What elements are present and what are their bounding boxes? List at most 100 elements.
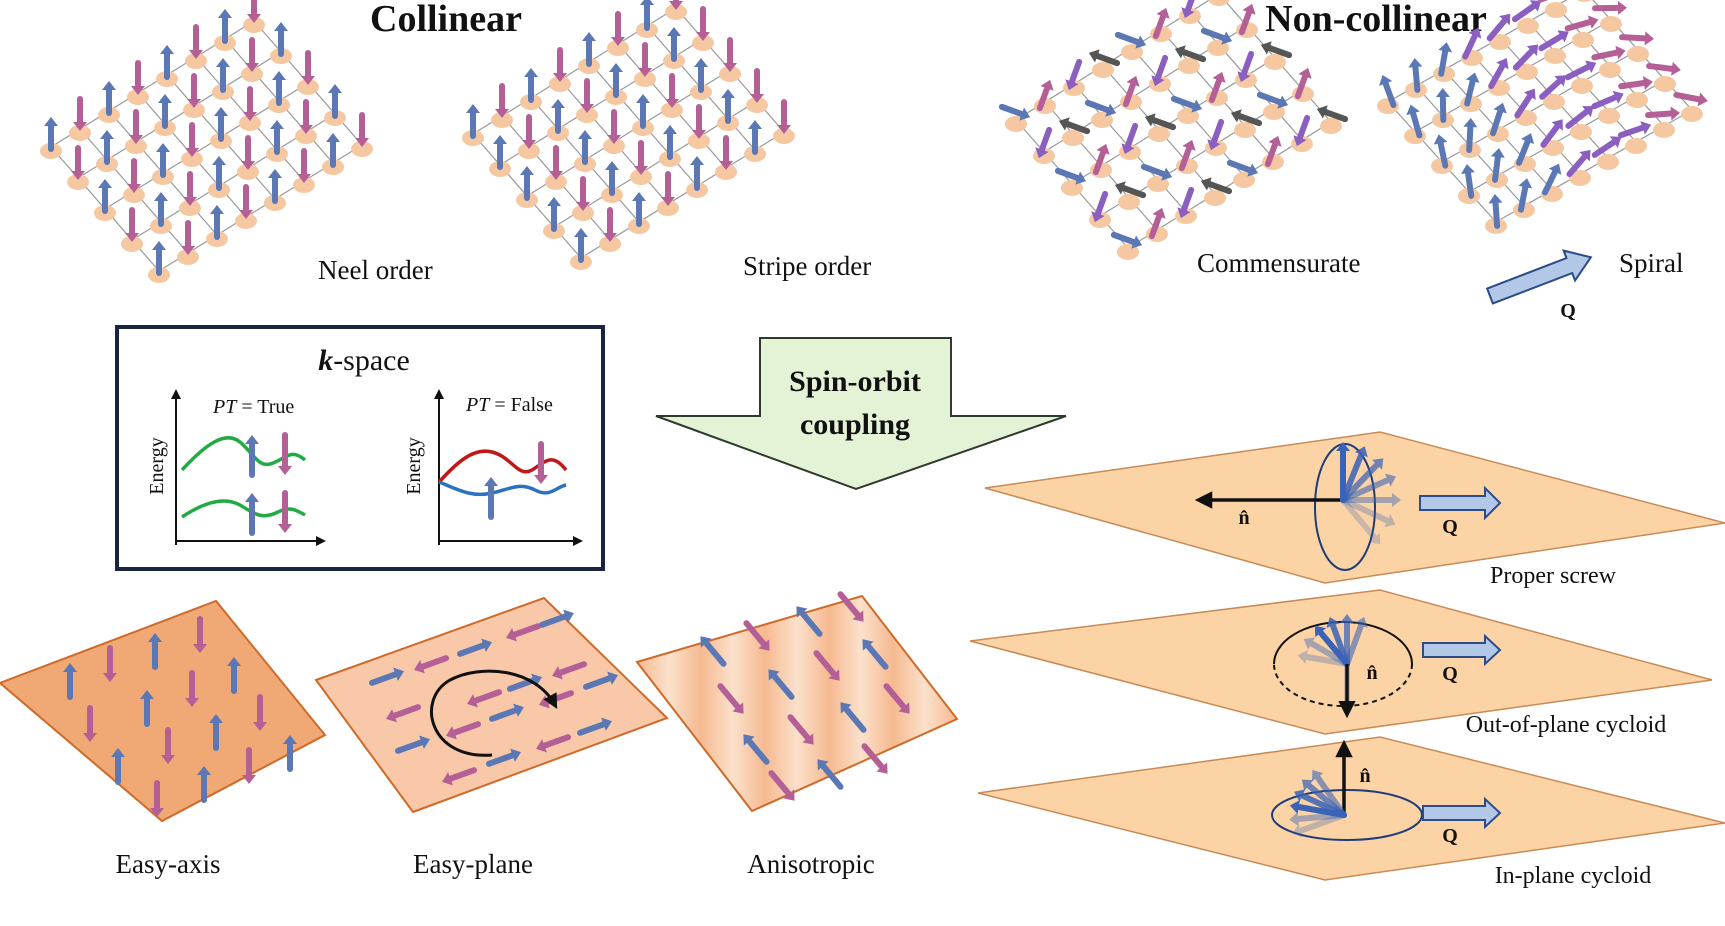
lattice-site <box>1204 190 1226 206</box>
spin-arrow <box>1539 75 1566 100</box>
spin-arrow <box>1463 118 1478 153</box>
spin-arrow <box>301 50 315 85</box>
spin-arrow <box>611 11 625 46</box>
lattice-site <box>123 187 145 203</box>
easy-axis-spin <box>111 748 125 785</box>
lattice-site <box>181 151 203 167</box>
lattice-site <box>773 128 795 144</box>
kspace-left-panel: Energy PT = True <box>146 389 326 546</box>
anisotropic-spin <box>743 620 770 651</box>
spin-arrow <box>1144 113 1177 131</box>
easy-plane-spin <box>457 638 492 657</box>
spin-arrow <box>636 94 650 129</box>
anisotropic-spin <box>837 591 864 622</box>
spin-arrow <box>748 120 762 155</box>
kspace-right-panel: Energy PT = False <box>403 389 583 546</box>
oop-nhat: n̂ <box>1366 662 1377 684</box>
spiral-q-arrow <box>1485 249 1593 305</box>
anisotropic-spin <box>817 759 844 790</box>
lattice-site <box>1571 78 1593 94</box>
spin-arrow <box>495 83 509 118</box>
lattice-site <box>1516 64 1538 80</box>
easy-axis-spin <box>185 670 199 707</box>
lattice-site <box>1177 108 1199 124</box>
band-red <box>437 449 568 484</box>
spin-arrow <box>125 207 139 242</box>
rotation-arrow <box>430 669 558 757</box>
lattice-site <box>1625 138 1647 154</box>
spin-arrow <box>328 84 342 119</box>
lattice-site <box>1543 94 1565 110</box>
anisotropic-spin <box>813 650 840 681</box>
lattice-site <box>1513 202 1535 218</box>
spin-arrow <box>297 148 311 183</box>
spin-arrow <box>71 145 85 180</box>
commensurate-label: Commensurate <box>1197 248 1360 278</box>
lattice-site <box>665 4 687 20</box>
spin-arrow <box>1237 50 1255 83</box>
spin-arrow <box>1092 143 1110 176</box>
anisotropic-spin <box>768 669 795 700</box>
lattice-site <box>351 141 373 157</box>
spin-arrow <box>638 42 652 77</box>
spin-arrow <box>998 103 1031 121</box>
lattice-site <box>1576 0 1592 2</box>
easy-axis-spin <box>283 735 297 772</box>
anisotropic-spin <box>861 743 888 774</box>
soc-line2: coupling <box>800 408 910 441</box>
lattice-site <box>630 169 652 185</box>
spin-arrow <box>721 89 735 124</box>
lattice-site <box>177 249 199 265</box>
easy-axis-spin <box>150 780 164 817</box>
lattice-site <box>241 66 263 82</box>
spin-arrow <box>466 104 480 139</box>
spin-arrow <box>694 58 708 93</box>
noncollinear-header: Non-collinear <box>1265 0 1487 40</box>
spin-arrow <box>247 0 261 23</box>
spin-arrow <box>632 192 646 227</box>
spin-arrow <box>1618 76 1653 90</box>
spin-arrow <box>355 112 369 147</box>
lattice-site <box>1600 16 1622 32</box>
spiral-spin <box>1340 497 1396 528</box>
spin-arrow <box>1645 106 1680 121</box>
spin-arrow <box>1065 58 1083 91</box>
spin-arrow <box>1207 118 1225 151</box>
easy-axis-spin <box>140 690 154 727</box>
easy-plane-label: Easy-plane <box>413 849 533 879</box>
spin-arrow <box>73 96 87 131</box>
easy-plane-plane <box>314 596 669 814</box>
spin-arrow <box>1438 42 1453 77</box>
spin-arrow <box>98 179 112 214</box>
spin-arrow <box>1591 136 1622 158</box>
spin-arrow <box>1646 61 1681 76</box>
spin-arrow <box>1488 58 1509 89</box>
lattice-site <box>1233 172 1255 188</box>
easy-axis-spin <box>209 714 223 751</box>
spin-arrow <box>131 60 145 95</box>
spin-arrow <box>1538 30 1569 52</box>
spin-arrow <box>100 130 114 165</box>
spin-arrow <box>1152 7 1170 40</box>
lattice-site <box>237 164 259 180</box>
lattice-site <box>1062 130 1084 146</box>
spin-arrow <box>1238 3 1256 36</box>
lattice-site <box>235 213 257 229</box>
spin-arrow <box>1294 67 1312 100</box>
spin-arrow <box>1084 99 1117 117</box>
spin-arrow <box>1230 109 1263 127</box>
lattice-site <box>183 102 205 118</box>
lattice-site <box>1005 116 1027 132</box>
lattice-site <box>715 164 737 180</box>
spin-arrow <box>1517 178 1533 213</box>
spin-arrow <box>1178 139 1196 172</box>
spin-arrow <box>243 86 257 121</box>
spin-arrow <box>214 107 228 142</box>
spin-arrow <box>607 109 621 144</box>
lattice-site <box>1626 92 1648 108</box>
spin-arrow <box>640 0 654 31</box>
spin-arrow <box>1293 114 1311 147</box>
anisotropic-spin <box>743 734 770 765</box>
spin-arrow <box>1200 27 1233 45</box>
lattice-site <box>1570 124 1592 140</box>
